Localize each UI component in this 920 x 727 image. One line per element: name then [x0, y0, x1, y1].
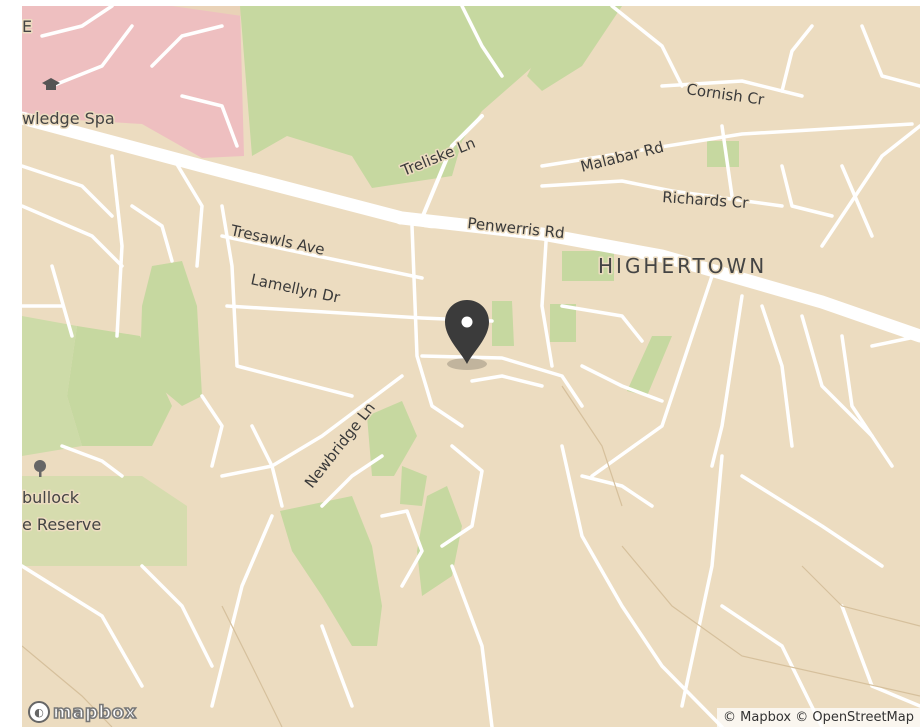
park-south-3 [417, 486, 462, 596]
location-marker[interactable] [445, 300, 489, 370]
urban-area [22, 6, 244, 158]
park-west-1 [140, 261, 202, 406]
park-north [240, 6, 582, 188]
mapbox-mark-icon: ◐ [28, 701, 50, 723]
pin-dot [461, 316, 473, 328]
junction [395, 214, 447, 229]
poi-label-reserve-line2: e Reserve [22, 515, 101, 534]
graduation-cap-icon [42, 78, 60, 90]
mapbox-logo[interactable]: ◐ mapbox [28, 701, 137, 723]
park-strip [527, 6, 622, 91]
tracks [22, 385, 920, 727]
map-svg: HIGHERTOWN Treliske Ln Cornish Cr Malaba… [22, 6, 920, 727]
map-canvas[interactable]: HIGHERTOWN Treliske Ln Cornish Cr Malaba… [22, 6, 920, 727]
map-attribution[interactable]: © Mapbox © OpenStreetMap [717, 708, 920, 727]
park-east-5 [492, 301, 514, 346]
park-east-2 [550, 304, 576, 342]
poi-label-knowledge-spa: wledge Spa [22, 109, 115, 128]
park-east-3 [627, 336, 672, 396]
road-treliske [420, 114, 484, 220]
mapbox-logo-text: mapbox [52, 701, 137, 724]
park-west-3 [22, 316, 82, 456]
place-label-highertown: HIGHERTOWN [598, 254, 767, 278]
park-south-1 [280, 496, 382, 646]
park-south-4 [400, 466, 427, 506]
park-east-1 [562, 251, 614, 281]
tree-icon [34, 460, 46, 477]
place-label-fragment: E [22, 17, 32, 36]
nature-reserve [22, 476, 187, 566]
park-west-2 [67, 326, 172, 446]
poi-label-reserve-line1: bullock [22, 488, 80, 507]
minor-roads [22, 6, 920, 727]
map-pin-icon [445, 300, 489, 364]
main-road-penwerris [22, 111, 920, 343]
